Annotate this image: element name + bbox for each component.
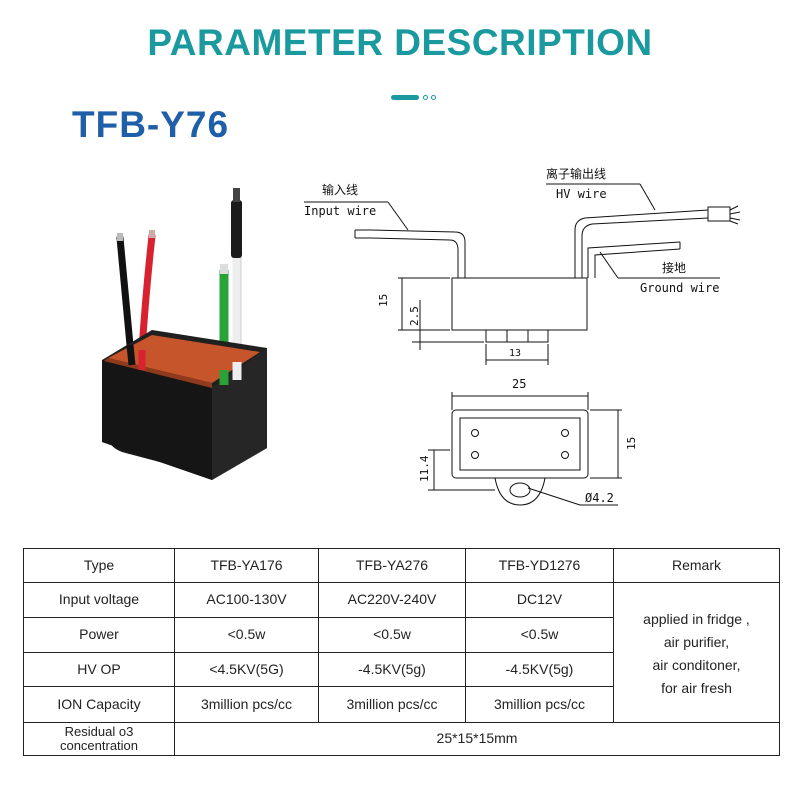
dim-2-5: 2.5 bbox=[408, 306, 421, 326]
header-model-2: TFB-YA276 bbox=[318, 548, 466, 583]
dim-13: 13 bbox=[509, 348, 521, 359]
row-label-residual-o3: Residual o3 concentration bbox=[23, 722, 175, 756]
header-model-1: TFB-YA176 bbox=[174, 548, 319, 583]
table-row: ION Capacity 3million pcs/cc 3million pc… bbox=[23, 686, 780, 723]
cell: <0.5w bbox=[174, 617, 319, 653]
model-name: TFB-Y76 bbox=[72, 104, 230, 145]
product-photo bbox=[102, 188, 267, 480]
dim-15-top: 15 bbox=[625, 437, 638, 450]
row-label: HV OP bbox=[23, 652, 175, 687]
cell: -4.5KV(5g) bbox=[318, 652, 466, 687]
cell: 3million pcs/cc bbox=[465, 686, 614, 723]
remark-line: for air fresh bbox=[661, 679, 732, 696]
cell: AC100-130V bbox=[174, 582, 319, 618]
remark-line: applied in fridge , bbox=[643, 610, 750, 627]
remark-cell: applied in fridge , air purifier, air co… bbox=[613, 582, 780, 723]
hv-wire-label-en: HV wire bbox=[556, 187, 607, 201]
row-label: ION Capacity bbox=[23, 686, 175, 723]
table-row: Input voltage AC100-130V AC220V-240V DC1… bbox=[23, 582, 780, 723]
cell: 3million pcs/cc bbox=[318, 686, 466, 723]
cell: -4.5KV(5g) bbox=[465, 652, 614, 687]
remark-line: air purifier, bbox=[663, 633, 730, 650]
input-wire-label-cn: 输入线 bbox=[322, 182, 358, 197]
dim-15-side: 15 bbox=[377, 294, 390, 307]
cell: DC12V bbox=[465, 582, 614, 618]
spec-table: Type TFB-YA176 TFB-YA276 TFB-YD1276 Rema… bbox=[23, 548, 780, 756]
row-label: Input voltage bbox=[23, 582, 175, 618]
table-row: Residual o3 concentration 25*15*15mm bbox=[23, 722, 780, 756]
input-wire-label-en: Input wire bbox=[304, 204, 376, 218]
technical-drawing: 输入线 Input wire 离子输出线 HV wire 接地 Ground w… bbox=[304, 166, 740, 506]
title-decoration bbox=[391, 94, 451, 102]
row-label: Power bbox=[23, 617, 175, 653]
cell: <0.5w bbox=[318, 617, 466, 653]
ground-wire-label-cn: 接地 bbox=[662, 260, 686, 275]
table-row: HV OP <4.5KV(5G) -4.5KV(5g) -4.5KV(5g) bbox=[23, 652, 780, 687]
ground-wire-label-en: Ground wire bbox=[640, 281, 719, 295]
header-model-3: TFB-YD1276 bbox=[465, 548, 614, 583]
hv-wire-label-cn: 离子输出线 bbox=[546, 166, 606, 181]
header-type: Type bbox=[23, 548, 175, 583]
header-remark: Remark bbox=[613, 548, 780, 583]
page-title: PARAMETER DESCRIPTION bbox=[147, 22, 653, 63]
cell: 3million pcs/cc bbox=[174, 686, 319, 723]
cell: AC220V-240V bbox=[318, 582, 466, 618]
dim-11-4: 11.4 bbox=[418, 455, 431, 482]
cell: <0.5w bbox=[465, 617, 614, 653]
dim-25: 25 bbox=[512, 377, 526, 391]
table-header-row: Type TFB-YA176 TFB-YA276 TFB-YD1276 Rema… bbox=[23, 548, 780, 583]
dim-hole: Ø4.2 bbox=[585, 491, 614, 505]
cell: <4.5KV(5G) bbox=[174, 652, 319, 687]
dimension-cell: 25*15*15mm bbox=[174, 722, 780, 756]
row-label-line: Residual o3 bbox=[64, 724, 134, 739]
row-label-line: concentration bbox=[59, 738, 139, 753]
remark-line: air conditoner, bbox=[652, 656, 741, 673]
